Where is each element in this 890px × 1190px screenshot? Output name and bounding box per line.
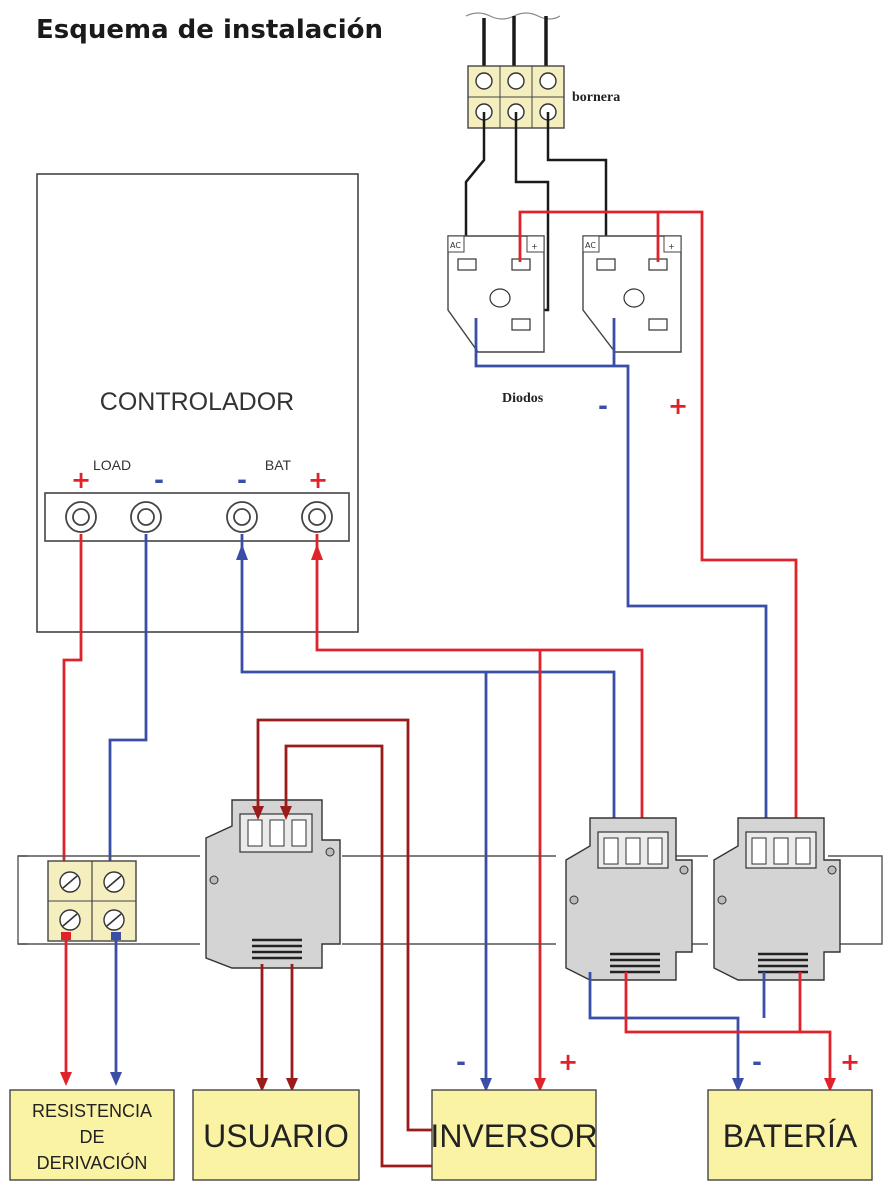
- page-title: Esquema de instalación: [36, 15, 383, 45]
- breaker-panel: [713, 817, 841, 981]
- diode-plus-sign: +: [668, 392, 688, 420]
- box-inversor: INVERSOR: [430, 1089, 598, 1181]
- bat-minus-sign: -: [237, 466, 247, 494]
- bateria-label: BATERÍA: [723, 1118, 858, 1154]
- diode-right: AC +: [582, 235, 682, 353]
- panel-positive-to-breaker: [700, 410, 798, 832]
- controller: CONTROLADOR LOAD BAT + - - +: [36, 173, 359, 633]
- load-plus-sign: +: [71, 466, 91, 494]
- bornera-label: bornera: [572, 90, 620, 105]
- diode-negative-wires: [474, 318, 630, 410]
- bat-plus-sign: +: [308, 466, 328, 494]
- resistencia-line-3: DERIVACIÓN: [37, 1152, 148, 1173]
- box-bateria: BATERÍA: [707, 1089, 873, 1181]
- diodos-label: Diodos: [502, 391, 544, 406]
- inversor-label: INVERSOR: [430, 1118, 597, 1154]
- battery-plus-sign: +: [840, 1048, 860, 1076]
- box-usuario: USUARIO: [192, 1089, 360, 1181]
- svg-text:AC: AC: [585, 241, 596, 250]
- panel-negative-to-breaker: [626, 410, 768, 832]
- bornera-terminal-block: bornera: [465, 12, 620, 129]
- inverter-minus-sign: -: [456, 1048, 466, 1076]
- diode-left: AC +: [447, 235, 545, 353]
- battery-minus-sign: -: [752, 1048, 762, 1076]
- user-inverter-wires: [256, 718, 434, 1168]
- bat-wires: [240, 534, 644, 1088]
- load-label: LOAD: [93, 457, 131, 473]
- breaker-inverter-battery: [565, 817, 693, 981]
- load-wires: [62, 534, 148, 864]
- battery-wires: [588, 972, 832, 1088]
- resistencia-line-1: RESISTENCIA: [32, 1101, 152, 1121]
- inverter-plus-sign: +: [558, 1048, 578, 1076]
- bottom-terminal-block: [47, 860, 137, 942]
- usuario-label: USUARIO: [203, 1118, 349, 1154]
- resistencia-line-2: DE: [79, 1127, 104, 1147]
- box-resistencia: RESISTENCIA DE DERIVACIÓN: [9, 1089, 175, 1181]
- controller-label: CONTROLADOR: [100, 388, 294, 416]
- bat-label: BAT: [265, 457, 292, 473]
- svg-text:+: +: [668, 242, 675, 251]
- diode-positive-wires: [518, 210, 704, 410]
- svg-text:AC: AC: [450, 241, 461, 250]
- diode-minus-sign: -: [598, 392, 608, 420]
- svg-text:+: +: [531, 242, 538, 251]
- load-minus-sign: -: [154, 466, 164, 494]
- breaker-user: [205, 799, 341, 969]
